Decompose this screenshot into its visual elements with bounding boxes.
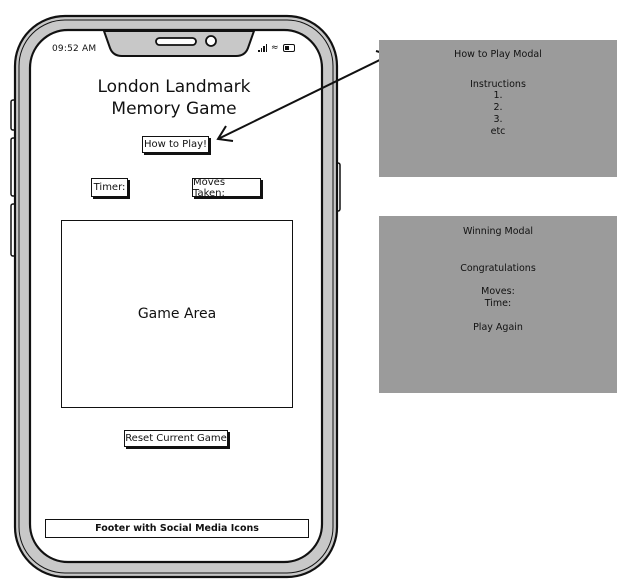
how-to-modal-title: How to Play Modal xyxy=(454,49,542,60)
play-again-button[interactable]: Play Again xyxy=(473,322,523,333)
wifi-icon: ≈ xyxy=(271,43,279,53)
moves-taken-label: Moves Taken: xyxy=(192,177,261,199)
instruction-item: 3. xyxy=(493,114,503,125)
status-icons: ≈ xyxy=(258,43,295,53)
title-line-2: Memory Game xyxy=(111,99,237,119)
instruction-item: etc xyxy=(490,126,506,137)
reset-game-button[interactable]: Reset Current Game xyxy=(124,430,228,447)
status-time: 09:52 AM xyxy=(52,44,97,54)
title-line-1: London Landmark xyxy=(97,77,251,97)
winning-modal-title: Winning Modal xyxy=(462,226,534,237)
how-to-play-modal: How to Play Modal Instructions 1. 2. 3. … xyxy=(379,40,617,177)
winning-modal: Winning Modal Congratulations Moves: Tim… xyxy=(379,216,617,393)
instruction-item: 2. xyxy=(493,102,503,113)
how-to-play-button[interactable]: How to Play! xyxy=(142,136,209,153)
instructions-heading: Instructions xyxy=(470,79,526,90)
page-title: London Landmark Memory Game xyxy=(68,76,280,120)
timer-label: Timer: xyxy=(91,178,128,197)
battery-icon xyxy=(282,44,295,52)
game-area-label: Game Area xyxy=(137,306,217,322)
moves-result-label: Moves: xyxy=(481,286,515,297)
instruction-item: 1. xyxy=(493,90,503,101)
game-area[interactable]: Game Area xyxy=(61,220,293,408)
footer: Footer with Social Media Icons xyxy=(45,519,309,538)
congratulations-text: Congratulations xyxy=(460,263,536,274)
time-result-label: Time: xyxy=(484,298,512,309)
signal-icon xyxy=(258,44,267,52)
